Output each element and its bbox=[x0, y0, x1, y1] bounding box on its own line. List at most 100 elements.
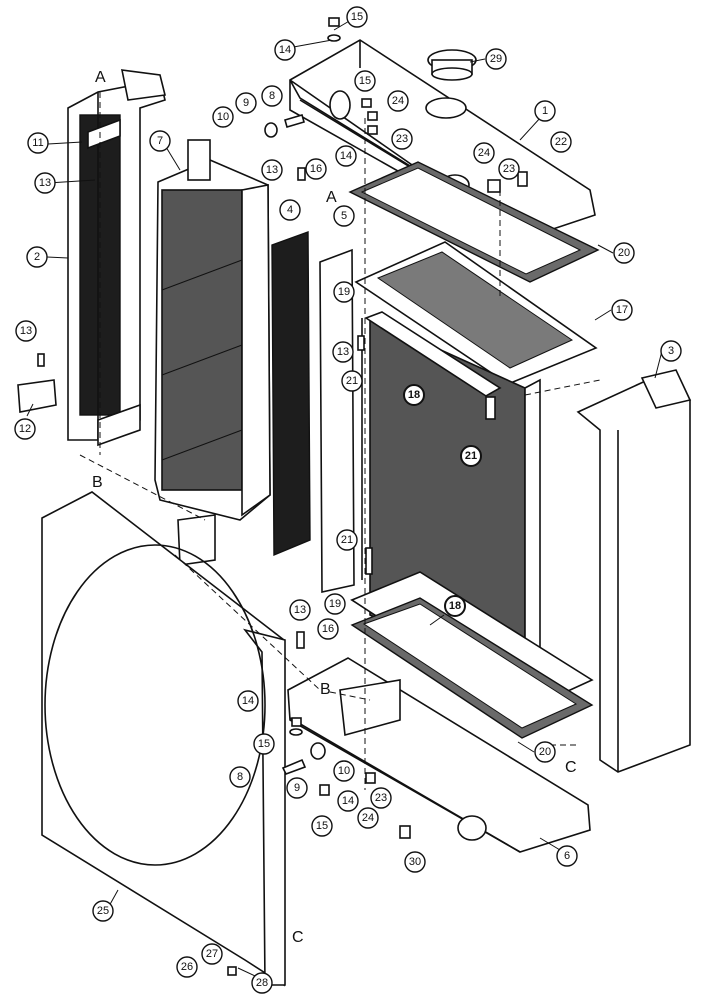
svg-text:9: 9 bbox=[243, 97, 249, 109]
section-letter: A bbox=[326, 189, 337, 206]
svg-text:29: 29 bbox=[490, 53, 502, 65]
svg-text:20: 20 bbox=[539, 746, 551, 758]
callout-2: 2 bbox=[26, 246, 48, 268]
section-letter: A bbox=[95, 69, 106, 86]
svg-text:16: 16 bbox=[310, 163, 322, 175]
svg-text:15: 15 bbox=[316, 820, 328, 832]
svg-text:14: 14 bbox=[342, 795, 354, 807]
callout-9-low: 9 bbox=[286, 777, 308, 799]
svg-text:23: 23 bbox=[375, 792, 387, 804]
svg-text:25: 25 bbox=[97, 905, 109, 917]
callout-10-top: 10 bbox=[212, 106, 234, 128]
callout-14-top: 14 bbox=[274, 39, 296, 61]
callout-24-low: 24 bbox=[357, 807, 379, 829]
callout-17: 17 bbox=[611, 299, 633, 321]
callout-9-top: 9 bbox=[235, 92, 257, 114]
section-letter: B bbox=[320, 681, 331, 698]
radiator-cap bbox=[427, 49, 477, 81]
bottom-header-plate bbox=[350, 571, 594, 739]
small-clip bbox=[17, 379, 57, 413]
callout-22: 22 bbox=[550, 131, 572, 153]
svg-text:16: 16 bbox=[322, 623, 334, 635]
top-header-plate bbox=[354, 241, 598, 385]
top-gasket bbox=[348, 161, 600, 283]
svg-text:1: 1 bbox=[542, 105, 548, 117]
svg-text:15: 15 bbox=[258, 738, 270, 750]
callout-3: 3 bbox=[660, 340, 682, 362]
callout-28: 28 bbox=[251, 972, 273, 994]
callout-14-bottom: 14 bbox=[337, 790, 359, 812]
svg-text:8: 8 bbox=[269, 90, 275, 102]
callout-26: 26 bbox=[176, 956, 198, 978]
hardware bbox=[37, 17, 528, 976]
svg-text:21: 21 bbox=[341, 534, 353, 546]
svg-text:8: 8 bbox=[237, 771, 243, 783]
side-plate bbox=[319, 248, 355, 593]
callout-13-rod: 13 bbox=[332, 341, 354, 363]
section-letter: C bbox=[565, 759, 577, 776]
svg-text:10: 10 bbox=[338, 765, 350, 777]
svg-text:5: 5 bbox=[341, 210, 347, 222]
callout-19-low: 19 bbox=[324, 593, 346, 615]
callout-13-low: 13 bbox=[289, 599, 311, 621]
callout-14-low: 14 bbox=[237, 690, 259, 712]
callout-18-top: 18 bbox=[403, 384, 425, 406]
section-letter: B bbox=[92, 474, 103, 491]
callout-24-top: 24 bbox=[387, 90, 409, 112]
leader-lines bbox=[26, 19, 663, 982]
svg-text:15: 15 bbox=[359, 75, 371, 87]
callouts: 15 14 29 9 8 10 15 24 1 11 7 23 14 22 24… bbox=[14, 6, 682, 994]
svg-text:24: 24 bbox=[392, 95, 404, 107]
left-tank bbox=[154, 139, 271, 566]
svg-text:24: 24 bbox=[362, 812, 374, 824]
callout-15-low: 15 bbox=[253, 733, 275, 755]
svg-text:21: 21 bbox=[465, 450, 477, 462]
callout-20-low: 20 bbox=[534, 741, 556, 763]
svg-text:15: 15 bbox=[351, 11, 363, 23]
svg-text:13: 13 bbox=[337, 346, 349, 358]
callout-25: 25 bbox=[92, 900, 114, 922]
callout-21-top: 21 bbox=[341, 370, 363, 392]
alignment-lines bbox=[79, 92, 601, 790]
svg-text:30: 30 bbox=[409, 856, 421, 868]
callout-23-mid: 23 bbox=[498, 158, 520, 180]
left-side-baffle bbox=[67, 69, 166, 447]
svg-text:14: 14 bbox=[340, 150, 352, 162]
svg-text:27: 27 bbox=[206, 948, 218, 960]
svg-text:13: 13 bbox=[39, 177, 51, 189]
svg-text:19: 19 bbox=[329, 598, 341, 610]
callout-16-top: 16 bbox=[305, 158, 327, 180]
svg-text:12: 12 bbox=[19, 423, 31, 435]
callout-12: 12 bbox=[14, 418, 36, 440]
callout-11: 11 bbox=[27, 132, 49, 154]
svg-text:26: 26 bbox=[181, 961, 193, 973]
svg-text:13: 13 bbox=[294, 604, 306, 616]
svg-text:14: 14 bbox=[279, 44, 291, 56]
svg-text:3: 3 bbox=[668, 345, 674, 357]
callout-24-mid: 24 bbox=[473, 142, 495, 164]
callout-21-low: 21 bbox=[336, 529, 358, 551]
right-side-baffle bbox=[576, 369, 692, 773]
callout-20-top: 20 bbox=[613, 242, 635, 264]
svg-text:10: 10 bbox=[217, 111, 229, 123]
callout-13-top: 13 bbox=[261, 159, 283, 181]
callout-10-low: 10 bbox=[333, 760, 355, 782]
callout-23-low: 23 bbox=[370, 787, 392, 809]
svg-text:21: 21 bbox=[346, 375, 358, 387]
callout-15-mid: 15 bbox=[354, 70, 376, 92]
svg-text:17: 17 bbox=[616, 304, 628, 316]
svg-text:22: 22 bbox=[555, 136, 567, 148]
callout-16-low: 16 bbox=[317, 618, 339, 640]
section-letters: A A B B C C bbox=[92, 69, 577, 946]
svg-text:23: 23 bbox=[396, 133, 408, 145]
svg-text:13: 13 bbox=[266, 164, 278, 176]
svg-text:18: 18 bbox=[449, 600, 461, 612]
callout-21-core: 21 bbox=[460, 445, 482, 467]
svg-text:4: 4 bbox=[287, 204, 293, 216]
svg-text:11: 11 bbox=[32, 137, 43, 149]
callout-7: 7 bbox=[149, 130, 171, 152]
callout-18-low: 18 bbox=[444, 595, 466, 617]
svg-text:23: 23 bbox=[503, 163, 515, 175]
callout-19-top: 19 bbox=[333, 281, 355, 303]
